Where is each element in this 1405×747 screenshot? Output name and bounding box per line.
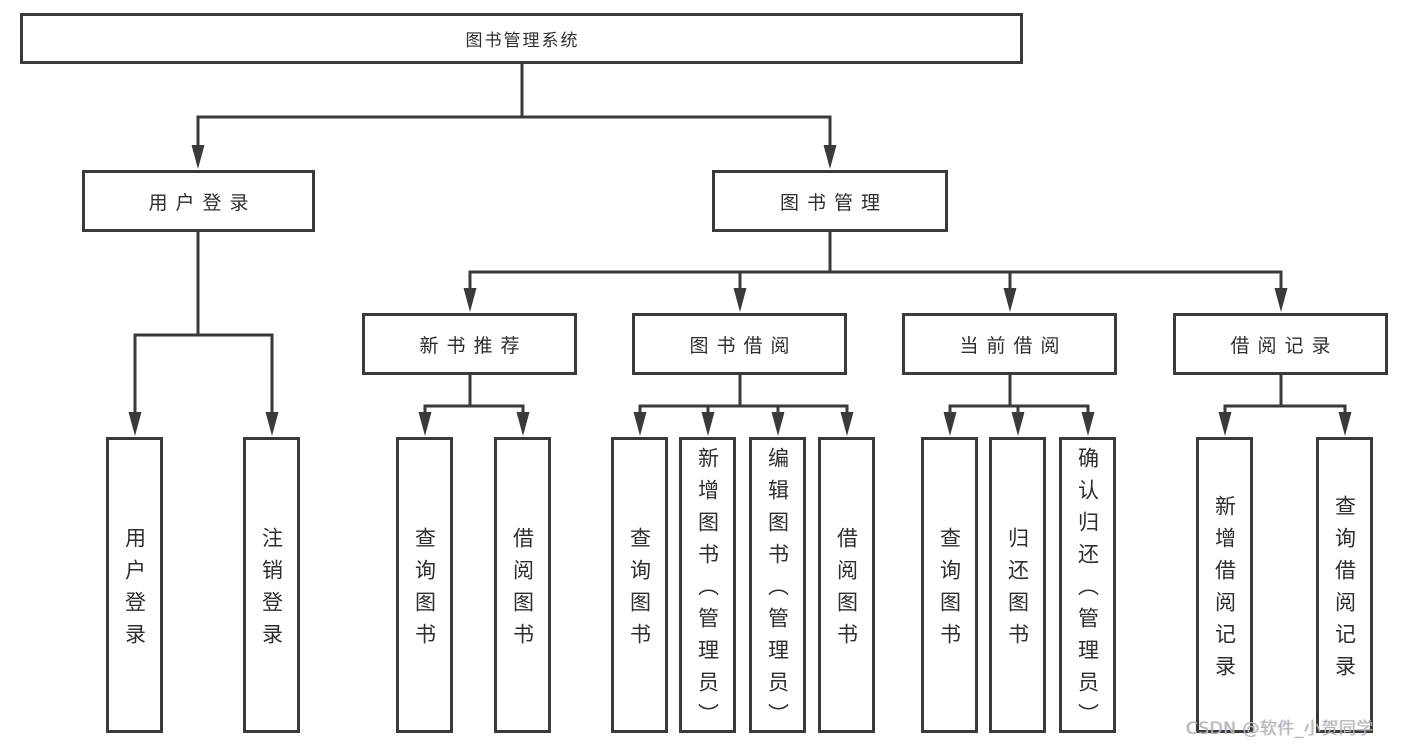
node-user-login-label: 用户登录 bbox=[148, 191, 257, 214]
node-book-borrow-label: 图书借阅 bbox=[689, 334, 798, 357]
leaf-recommend-borrow-book-label: 借阅图书 bbox=[510, 526, 535, 655]
leaf-borrow-borrow-book-label: 借阅图书 bbox=[834, 526, 859, 655]
leaf-borrow-add-book-admin-label: 新增图书（管理员） bbox=[695, 446, 720, 735]
leaf-borrow-borrow-book: 借阅图书 bbox=[818, 437, 875, 733]
leaf-borrow-edit-book-admin: 编辑图书（管理员） bbox=[749, 437, 806, 735]
leaf-borrow-query-book: 查询图书 bbox=[611, 437, 668, 733]
leaf-current-confirm-return-admin-label: 确认归还（管理员） bbox=[1075, 446, 1100, 735]
node-new-book-recommend-label: 新书推荐 bbox=[419, 334, 528, 357]
leaf-recommend-borrow-book: 借阅图书 bbox=[494, 437, 551, 733]
leaf-current-return-book-label: 归还图书 bbox=[1005, 526, 1030, 655]
leaf-record-add: 新增借阅记录 bbox=[1196, 437, 1253, 733]
connector-path bbox=[133, 62, 1347, 418]
leaf-record-query-label: 查询借阅记录 bbox=[1332, 494, 1357, 687]
node-new-book-recommend: 新书推荐 bbox=[362, 313, 577, 375]
node-root: 图书管理系统 bbox=[20, 13, 1023, 64]
leaf-record-query: 查询借阅记录 bbox=[1316, 437, 1373, 733]
node-book-borrow: 图书借阅 bbox=[632, 313, 847, 375]
leaf-current-confirm-return-admin: 确认归还（管理员） bbox=[1059, 437, 1116, 735]
node-book-management-label: 图书管理 bbox=[779, 191, 888, 214]
leaf-logout-label: 注销登录 bbox=[259, 526, 284, 655]
leaf-recommend-query-book: 查询图书 bbox=[396, 437, 453, 733]
leaf-user-login-label: 用户登录 bbox=[122, 526, 147, 655]
node-current-borrow: 当前借阅 bbox=[902, 313, 1117, 375]
leaf-logout: 注销登录 bbox=[243, 437, 300, 733]
leaf-user-login: 用户登录 bbox=[106, 437, 163, 733]
arrowhead-icons bbox=[128, 145, 1352, 436]
node-borrow-record-label: 借阅记录 bbox=[1230, 334, 1339, 357]
leaf-recommend-query-book-label: 查询图书 bbox=[412, 526, 437, 655]
node-current-borrow-label: 当前借阅 bbox=[959, 334, 1068, 357]
leaf-current-return-book: 归还图书 bbox=[989, 437, 1046, 733]
leaf-current-query-book-label: 查询图书 bbox=[937, 526, 962, 655]
leaf-borrow-add-book-admin: 新增图书（管理员） bbox=[679, 437, 736, 735]
node-root-label: 图书管理系统 bbox=[465, 31, 580, 51]
leaf-borrow-query-book-label: 查询图书 bbox=[627, 526, 652, 655]
node-book-management: 图书管理 bbox=[712, 170, 948, 232]
leaf-borrow-edit-book-admin-label: 编辑图书（管理员） bbox=[765, 446, 790, 735]
node-borrow-record: 借阅记录 bbox=[1173, 313, 1388, 375]
leaf-current-query-book: 查询图书 bbox=[921, 437, 978, 733]
node-user-login: 用户登录 bbox=[82, 170, 315, 232]
watermark: CSDN @软件_小贺同学 bbox=[1186, 719, 1374, 739]
leaf-record-add-label: 新增借阅记录 bbox=[1212, 494, 1237, 687]
